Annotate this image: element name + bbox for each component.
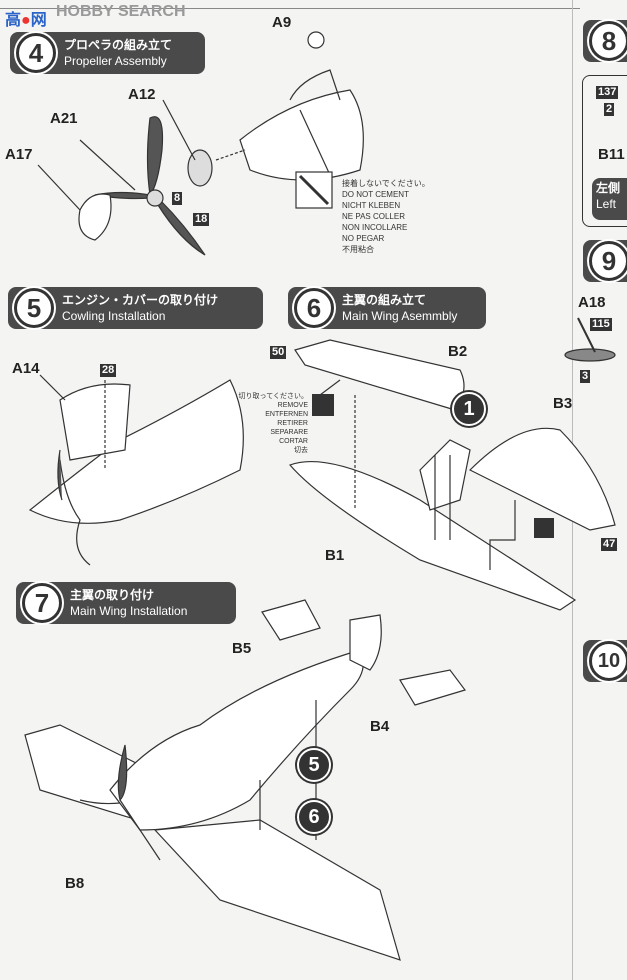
step-title-en: Main Wing Installation <box>70 604 188 618</box>
note-line: 切り取ってください。 <box>238 393 308 400</box>
watermark-text: HOBBY SEARCH <box>56 3 186 20</box>
part-label: B11 <box>598 146 625 163</box>
step-7-header: 7 主翼の取り付け Main Wing Installation <box>16 582 236 624</box>
step-title-en: Main Wing Asemmbly <box>342 309 458 323</box>
main-wing-drawing <box>288 339 616 611</box>
step-title-jp: 主翼の取り付け <box>70 588 155 602</box>
part-label: A9 <box>272 14 292 31</box>
note-line: SEPARARE <box>270 429 308 436</box>
note-line: NE PAS COLLER <box>342 212 405 221</box>
part-label: A17 <box>5 146 33 163</box>
step-8-panel <box>582 75 627 227</box>
reference-step-circle: 1 <box>452 392 486 426</box>
note-line: 接着しないでください。 <box>342 179 430 188</box>
cut-icon <box>534 518 554 538</box>
step-title-en: Cowling Installation <box>62 309 166 323</box>
part-label: B1 <box>325 547 345 564</box>
part-number: 137 <box>596 86 619 99</box>
step-4-header: 4 プロペラの組み立て Propeller Assembly <box>10 32 205 74</box>
part-number: 18 <box>193 213 210 226</box>
note-line: DO NOT CEMENT <box>342 190 409 199</box>
part-label: B2 <box>448 343 468 360</box>
note-line: ENTFERNEN <box>265 411 308 418</box>
note-line: NICHT KLEBEN <box>342 201 401 210</box>
part-label: B3 <box>553 395 573 412</box>
do-not-cement-note: 接着しないでください。 DO NOT CEMENT NICHT KLEBEN N… <box>342 178 430 255</box>
part-number: 28 <box>100 364 117 377</box>
step-number: 8 <box>589 21 627 61</box>
cowling-drawing <box>28 374 244 566</box>
note-line: 切去 <box>294 447 308 454</box>
note-en: Left <box>596 197 617 211</box>
step-10-header: 10 <box>583 640 627 682</box>
step-number: 9 <box>589 241 627 281</box>
note-line: RETIRER <box>277 420 308 427</box>
step-title-jp: エンジン・カバーの取り付け <box>62 293 219 307</box>
part-label: B8 <box>65 875 85 892</box>
note-line: 不用粘合 <box>342 245 374 254</box>
note-line: CORTAR <box>279 438 308 445</box>
part-label: B5 <box>232 640 252 657</box>
step-number: 4 <box>16 33 56 73</box>
step-number: 7 <box>22 583 62 623</box>
step-8-header: 8 <box>583 20 627 62</box>
part-label: A14 <box>12 360 40 377</box>
part-label: A21 <box>50 110 78 127</box>
part-number: 3 <box>580 370 591 383</box>
note-line: NON INCOLLARE <box>342 223 408 232</box>
step-title-en: Propeller Assembly <box>64 54 167 68</box>
part-number: 47 <box>601 538 618 551</box>
step-number: 6 <box>294 288 334 328</box>
watermark-logo: 高●网 <box>4 12 48 30</box>
step-6-header: 6 主翼の組み立て Main Wing Asemmbly <box>288 287 486 329</box>
step-5-header: 5 エンジン・カバーの取り付け Cowling Installation <box>8 287 263 329</box>
note-jp: 左側 <box>596 181 621 195</box>
step-9-header: 9 <box>583 240 627 282</box>
part-number: 8 <box>172 192 183 205</box>
part-number: 115 <box>590 318 612 331</box>
part-number: 50 <box>270 346 287 359</box>
part-label: A12 <box>128 86 156 103</box>
column-divider <box>572 0 573 980</box>
part-label: B4 <box>370 718 390 735</box>
note-line: NO PEGAR <box>342 234 385 243</box>
step-title-jp: プロペラの組み立て <box>64 38 173 52</box>
part-label: A18 <box>578 294 606 311</box>
cut-icon <box>312 394 334 416</box>
reference-step-circle: 6 <box>297 800 331 834</box>
part-number: 2 <box>604 103 615 116</box>
step-number: 5 <box>14 288 54 328</box>
remove-note: 切り取ってください。 REMOVE ENTFERNEN RETIRER SEPA… <box>222 392 308 455</box>
page-top-rule <box>0 8 580 9</box>
note-line: REMOVE <box>277 402 308 409</box>
reference-step-circle: 5 <box>297 748 331 782</box>
step-number: 10 <box>589 641 627 681</box>
step-title-jp: 主翼の組み立て <box>342 293 427 307</box>
left-side-note: 左側 Left <box>592 178 627 220</box>
